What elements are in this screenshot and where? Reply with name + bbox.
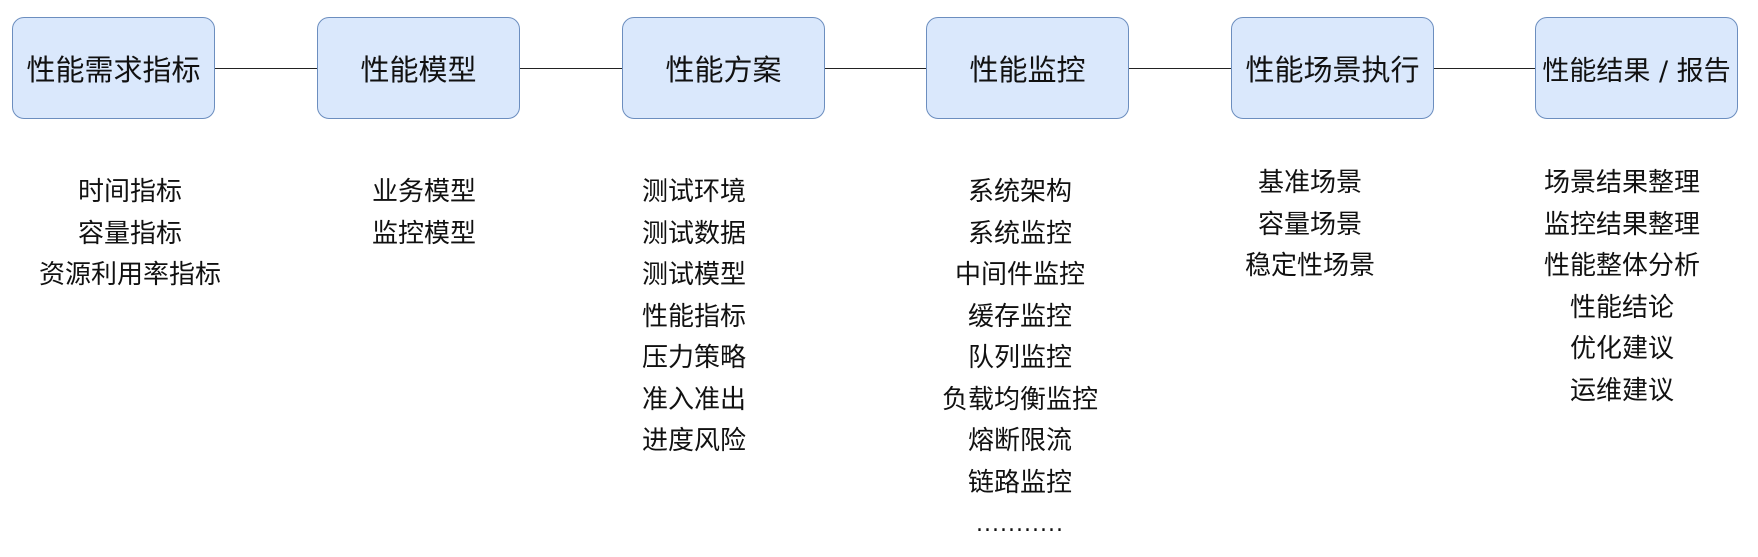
list-item: 系统架构 [967,177,1072,207]
ellipsis: ........... [976,512,1064,537]
stage-title: 性能场景执行 [1245,53,1420,87]
list-item: 基准场景 [1257,168,1362,198]
list-item: 容量指标 [77,218,182,249]
list-item: 优化建议 [1569,334,1674,364]
stage-title: 性能监控 [969,53,1086,87]
stage-items-plan: 测试环境 测试数据 测试模型 性能指标 压力策略 准入准出 进度风险 [604,172,784,463]
list-item: 性能整体分析 [1543,251,1700,281]
list-item: 链路监控 [967,467,1072,498]
list-item: 容量场景 [1257,209,1362,240]
stage-box-requirements: 性能需求指标 [12,17,215,119]
connector-4-5 [1129,68,1231,69]
list-item: 队列监控 [967,343,1072,373]
connector-5-6 [1434,68,1535,69]
list-item: 缓存监控 [967,301,1072,332]
stage-items-model: 业务模型 监控模型 [334,172,514,255]
stage-box-report: 性能结果 / 报告 [1535,17,1738,119]
stage-title: 性能需求指标 [26,53,201,87]
list-item: 监控结果整理 [1543,209,1700,240]
list-item: 时间指标 [77,177,182,207]
stage-box-model: 性能模型 [317,17,520,119]
list-item: 测试环境 [641,177,746,207]
list-item: 测试模型 [641,260,746,290]
stage-items-report: 场景结果整理 监控结果整理 性能整体分析 性能结论 优化建议 运维建议 [1527,163,1717,412]
list-item: 稳定性场景 [1244,251,1375,281]
list-item: 场景结果整理 [1543,168,1700,198]
list-item: 业务模型 [371,177,476,207]
stage-box-plan: 性能方案 [622,17,825,119]
stage-items-requirements: 时间指标 容量指标 资源利用率指标 [30,172,230,297]
connector-2-3 [520,68,622,69]
stage-title: 性能结果 / 报告 [1542,55,1731,87]
list-item: 性能指标 [641,301,746,332]
stage-box-monitoring: 性能监控 [926,17,1129,119]
stage-title: 性能模型 [360,53,477,87]
list-item: 资源利用率指标 [38,260,221,290]
list-item: 负载均衡监控 [941,384,1098,415]
list-item: 系统监控 [967,218,1072,249]
list-item: 进度风险 [641,426,746,456]
list-item: 准入准出 [641,384,746,415]
list-item: 性能结论 [1569,292,1674,323]
connector-1-2 [215,68,317,69]
list-item: 测试数据 [641,218,746,249]
list-item: 运维建议 [1569,375,1674,406]
list-item: 中间件监控 [954,260,1085,290]
list-item: 压力策略 [641,343,746,373]
stage-title: 性能方案 [665,53,782,87]
stage-items-monitoring: 系统架构 系统监控 中间件监控 缓存监控 队列监控 负载均衡监控 熔断限流 链路… [920,172,1120,546]
list-item: 熔断限流 [967,426,1072,456]
connector-3-4 [825,68,926,69]
stage-items-execution: 基准场景 容量场景 稳定性场景 [1215,163,1405,288]
list-item: 监控模型 [371,218,476,249]
stage-box-execution: 性能场景执行 [1231,17,1434,119]
